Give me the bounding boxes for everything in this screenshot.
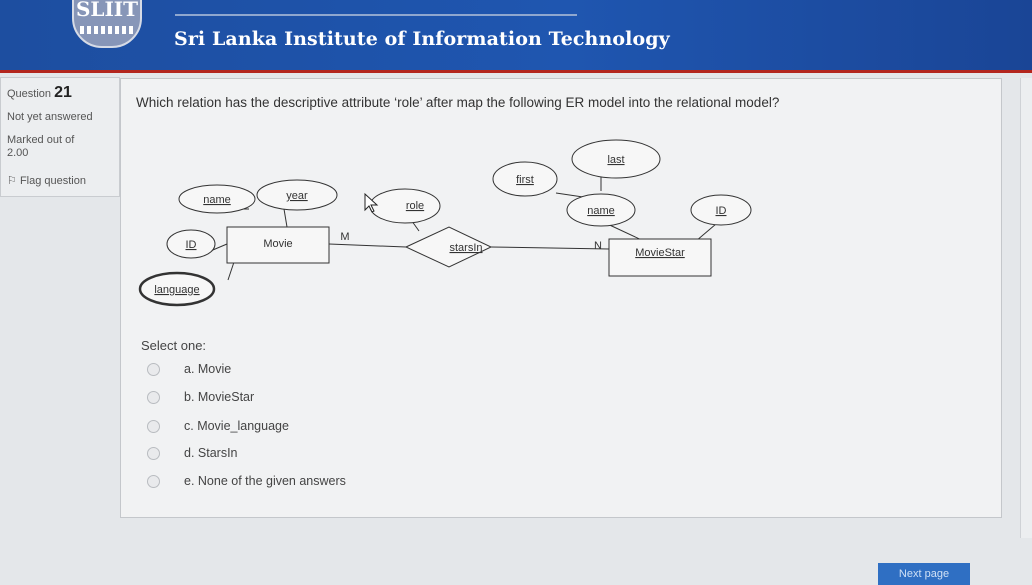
cardinality-n: N: [594, 240, 602, 252]
line-id-moviestar: [695, 223, 717, 242]
attr-star-name: [566, 193, 636, 227]
site-title: Sri Lanka Institute of Information Techn…: [174, 28, 670, 50]
attr-star-name-label: name: [587, 205, 615, 217]
attr-id: [166, 229, 216, 259]
sliit-logo: SLIIT: [72, 0, 142, 48]
question-status: Not yet answered: [7, 111, 93, 123]
attr-language-label: language: [154, 284, 199, 296]
logo-text: SLIIT: [75, 0, 139, 21]
attr-name: [178, 184, 256, 214]
question-panel: Which relation has the descriptive attri…: [120, 78, 1002, 518]
option-c[interactable]: c. Movie_language: [147, 417, 289, 435]
option-b[interactable]: b. MovieStar: [147, 388, 254, 406]
attr-last: [571, 139, 661, 179]
logo-bars: [80, 26, 134, 34]
entity-moviestar-label: MovieStar: [635, 247, 685, 259]
option-b-radio[interactable]: [147, 390, 160, 404]
entity-movie: [226, 226, 330, 264]
next-page-button[interactable]: Next page: [878, 563, 970, 585]
mouse-pointer-icon: [364, 192, 379, 213]
question-text: Which relation has the descriptive attri…: [136, 95, 780, 110]
line-first-name: [555, 192, 584, 198]
question-number: Question 21: [7, 84, 72, 102]
option-d-radio[interactable]: [147, 446, 160, 460]
flag-question-link[interactable]: ⚐ Flag question: [7, 174, 86, 187]
option-d-label[interactable]: d. StarsIn: [184, 446, 238, 460]
question-marks: Marked out of 2.00: [7, 134, 74, 160]
question-info-panel: Question 21 Not yet answered Marked out …: [0, 77, 120, 197]
cardinality-m: M: [340, 231, 349, 243]
option-c-radio[interactable]: [147, 419, 160, 433]
entity-movie-label: Movie: [263, 238, 292, 250]
flag-icon: ⚐: [7, 175, 17, 187]
attr-star-id-label: ID: [716, 205, 727, 217]
marks-value: 2.00: [7, 147, 29, 159]
option-a-radio[interactable]: [147, 362, 160, 376]
option-a-label[interactable]: a. Movie: [184, 362, 232, 376]
er-diagram: name year ID language Movie M role stars…: [138, 139, 752, 307]
attr-star-id: [690, 194, 752, 226]
question-label: Question: [7, 88, 52, 100]
attr-year: [256, 179, 338, 211]
relationship-starsin-label: starsIn: [449, 242, 482, 254]
option-a[interactable]: a. Movie: [147, 360, 231, 378]
attr-year-label: year: [286, 190, 308, 202]
line-starsin-moviestar: [490, 246, 610, 250]
attr-id-label: ID: [186, 239, 197, 251]
option-e[interactable]: e. None of the given answers: [147, 472, 346, 490]
marked-label: Marked out of: [7, 134, 75, 146]
option-d[interactable]: d. StarsIn: [147, 444, 238, 462]
entity-moviestar: [608, 238, 712, 277]
attr-role-label: role: [406, 200, 424, 212]
option-e-radio[interactable]: [147, 474, 160, 488]
option-b-label[interactable]: b. MovieStar: [184, 390, 255, 404]
option-c-label[interactable]: c. Movie_language: [184, 419, 289, 433]
attr-first-label: first: [516, 174, 534, 186]
site-header: SLIIT Sri Lanka Institute of Information…: [0, 0, 1032, 73]
attr-last-label: last: [607, 154, 624, 166]
question-number-value: 21: [54, 84, 72, 101]
option-e-label[interactable]: e. None of the given answers: [184, 474, 346, 488]
attr-language: [138, 271, 216, 307]
right-edge-panel: [1020, 78, 1032, 538]
flag-label: Flag question: [19, 175, 86, 187]
line-movie-starsin: [328, 243, 407, 248]
header-rule: [175, 14, 577, 16]
select-one-label: Select one:: [141, 338, 207, 353]
relationship-starsin: [404, 226, 493, 268]
attr-name-label: name: [203, 194, 231, 206]
attr-first: [492, 161, 558, 197]
